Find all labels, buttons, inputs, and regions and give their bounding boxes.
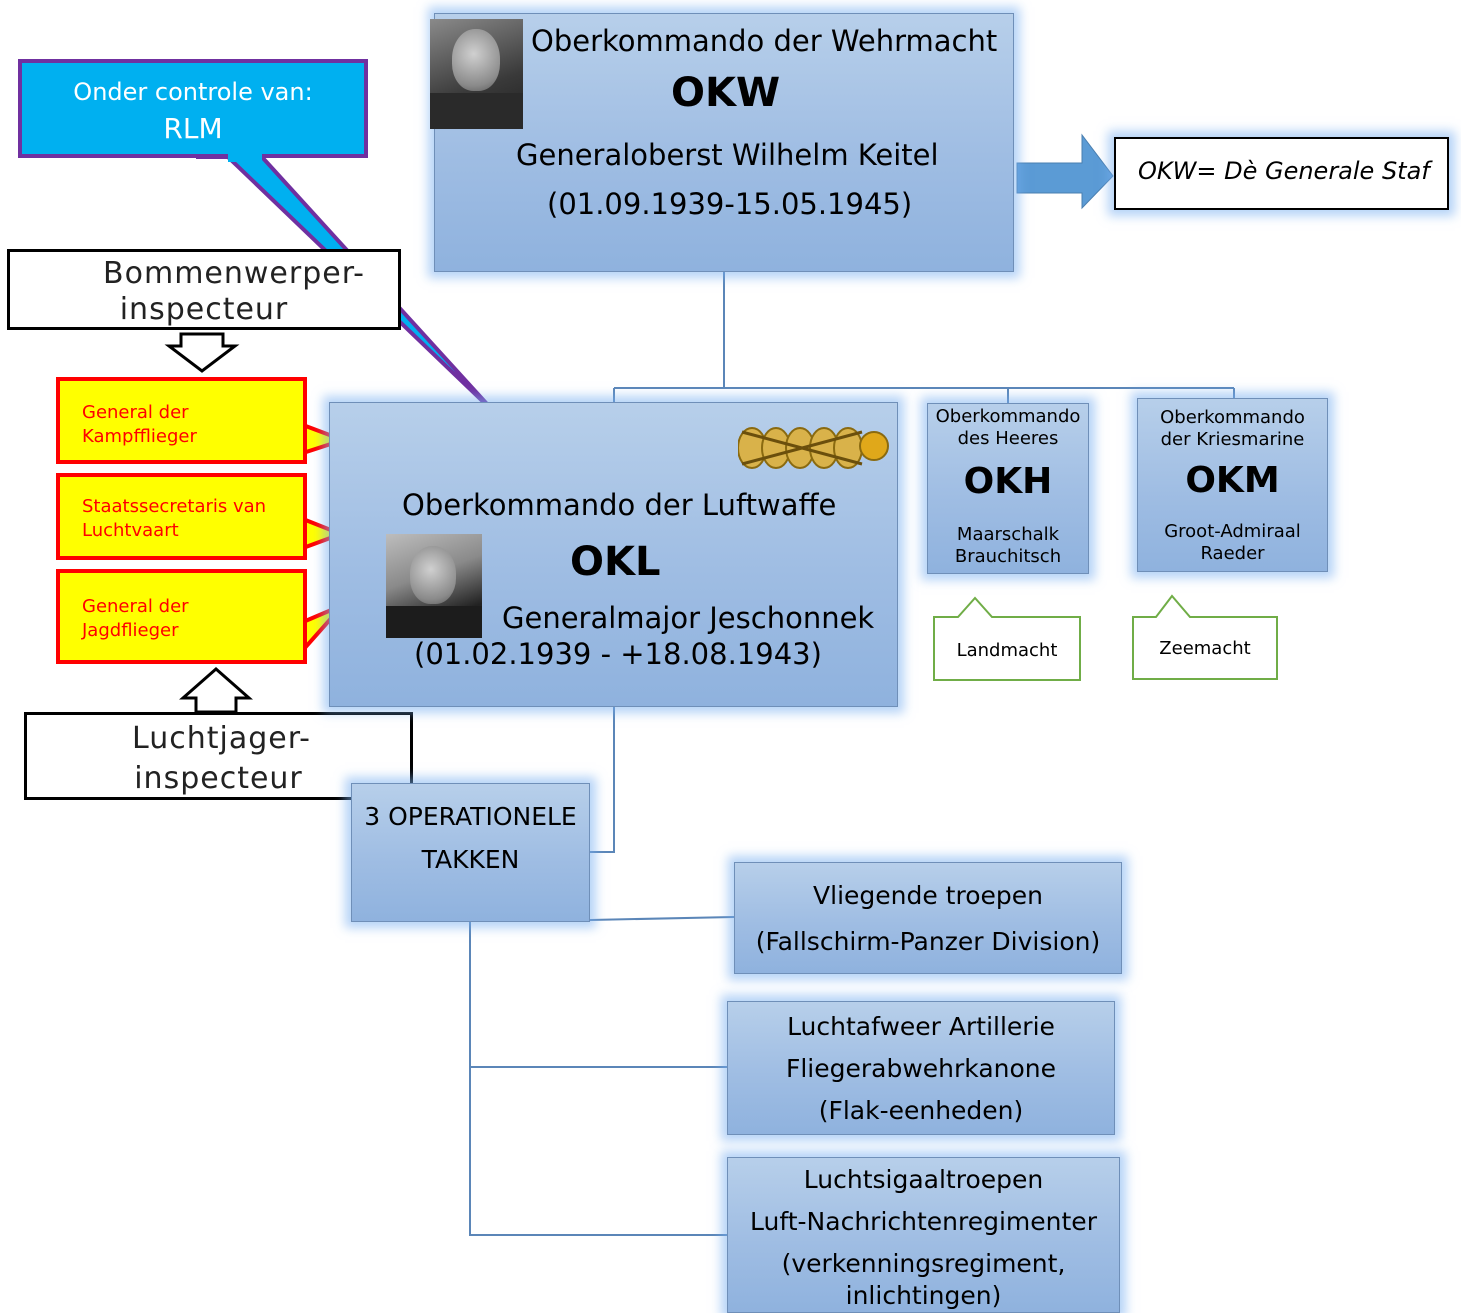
- branch1-line2: (Fallschirm-Panzer Division): [755, 927, 1101, 956]
- branches-title-line1: 3 OPERATIONELE: [364, 802, 577, 831]
- branch3-line4: inlichtingen): [845, 1281, 1002, 1310]
- branches-title-box: 3 OPERATIONELE TAKKEN: [351, 783, 590, 922]
- callout-line1: Onder controle van:: [73, 78, 313, 106]
- general-staats-line1: Staatssecretaris van: [82, 496, 267, 517]
- general-box-kampf: General der Kampfflieger: [56, 377, 307, 464]
- okw-note-text: OKW= Dè Generale Staf: [1138, 157, 1430, 185]
- okw-commander: Generaloberst Wilhelm Keitel: [516, 138, 939, 172]
- jeschonnek-photo: [386, 534, 482, 638]
- okl-to-branches-line: [590, 707, 615, 853]
- general-box-staatssecretaris: Staatssecretaris van Luchtvaart: [56, 473, 307, 560]
- zeemacht-tag-shape: [1132, 594, 1278, 680]
- general-jagd-line2: Jagdflieger: [82, 620, 179, 641]
- okl-abbr: OKL: [570, 539, 661, 585]
- general-kampf-line1: General der: [82, 402, 189, 423]
- okm-abbr: OKM: [1185, 460, 1280, 501]
- branches-title-line2: TAKKEN: [421, 845, 520, 874]
- okw-name: Oberkommando der Wehrmacht: [531, 24, 998, 58]
- okm-cmd1: Groot-Admiraal: [1164, 521, 1301, 542]
- okh-line2: des Heeres: [957, 428, 1059, 449]
- landmacht-tag-shape: [933, 596, 1081, 681]
- branch2-line2: Fliegerabwehrkanone: [785, 1054, 1057, 1083]
- general-staats-line2: Luchtvaart: [82, 520, 179, 541]
- okh-line1: Oberkommando: [935, 406, 1081, 427]
- okh-box: Oberkommando des Heeres OKH Maarschalk B…: [927, 403, 1089, 574]
- bomber-down-arrow: [164, 332, 240, 373]
- branch-line-1: [589, 916, 735, 921]
- callout-box-shape: [18, 59, 368, 158]
- branch2-line3: (Flak-eenheden): [818, 1096, 1024, 1125]
- keitel-photo: [430, 19, 523, 129]
- branch-flying-troops: Vliegende troepen (Fallschirm-Panzer Div…: [734, 862, 1122, 974]
- callout-gap-patch: [228, 154, 262, 162]
- okh-cmd1: Maarschalk: [956, 524, 1060, 545]
- branch-signals: Luchtsigaaltroepen Luft-Nachrichtenregim…: [727, 1157, 1120, 1313]
- fighter-up-arrow: [179, 667, 253, 714]
- okw-period: (01.09.1939-15.05.1945): [547, 187, 913, 221]
- bomber-inspector-box: Bommenwerper- inspecteur: [7, 249, 401, 330]
- okl-name: Oberkommando der Luftwaffe: [402, 488, 837, 522]
- branch3-line2: Luft-Nachrichtenregimenter: [750, 1207, 1097, 1236]
- branch3-line3: (verkenningsregiment,: [781, 1249, 1066, 1278]
- rank-insignia-icon: [738, 427, 889, 469]
- okh-abbr: OKH: [963, 461, 1053, 502]
- general-box-jagd: General der Jagdflieger: [56, 569, 307, 664]
- branch2-line1: Luchtafweer Artillerie: [787, 1012, 1055, 1041]
- branches-trunk-line: [469, 922, 727, 1236]
- fighter-inspector-line1: Luchtjager-: [132, 721, 311, 756]
- okw-note-arrow: [1016, 133, 1114, 210]
- okl-period: (01.02.1939 - +18.08.1943): [414, 637, 822, 671]
- landmacht-tag: Landmacht: [956, 640, 1058, 661]
- bomber-inspector-line2: inspecteur: [119, 292, 289, 327]
- okw-note-box: OKW= Dè Generale Staf: [1114, 137, 1449, 210]
- okm-line2: der Kriesmarine: [1160, 429, 1305, 450]
- okl-commander: Generalmajor Jeschonnek: [502, 601, 875, 635]
- okm-cmd2: Raeder: [1200, 543, 1265, 564]
- general-jagd-line1: General der: [82, 596, 189, 617]
- fighter-inspector-line2: inspecteur: [134, 761, 303, 796]
- zeemacht-tag: Zeemacht: [1159, 638, 1251, 659]
- branch1-line1: Vliegende troepen: [813, 881, 1043, 910]
- branch3-line1: Luchtsigaaltroepen: [803, 1165, 1044, 1194]
- bomber-inspector-line1: Bommenwerper-: [103, 256, 365, 291]
- okm-line1: Oberkommando: [1160, 407, 1305, 428]
- branch-flak: Luchtafweer Artillerie Fliegerabwehrkano…: [727, 1001, 1115, 1135]
- okh-cmd2: Brauchitsch: [954, 546, 1062, 567]
- callout-line2: RLM: [163, 112, 223, 145]
- okw-abbr: OKW: [671, 70, 781, 116]
- general-kampf-line2: Kampfflieger: [82, 426, 197, 447]
- okm-box: Oberkommando der Kriesmarine OKM Groot-A…: [1137, 398, 1328, 572]
- okw-box: Oberkommando der Wehrmacht OKW Generalob…: [434, 13, 1014, 272]
- fighter-inspector-box: Luchtjager- inspecteur: [24, 712, 413, 800]
